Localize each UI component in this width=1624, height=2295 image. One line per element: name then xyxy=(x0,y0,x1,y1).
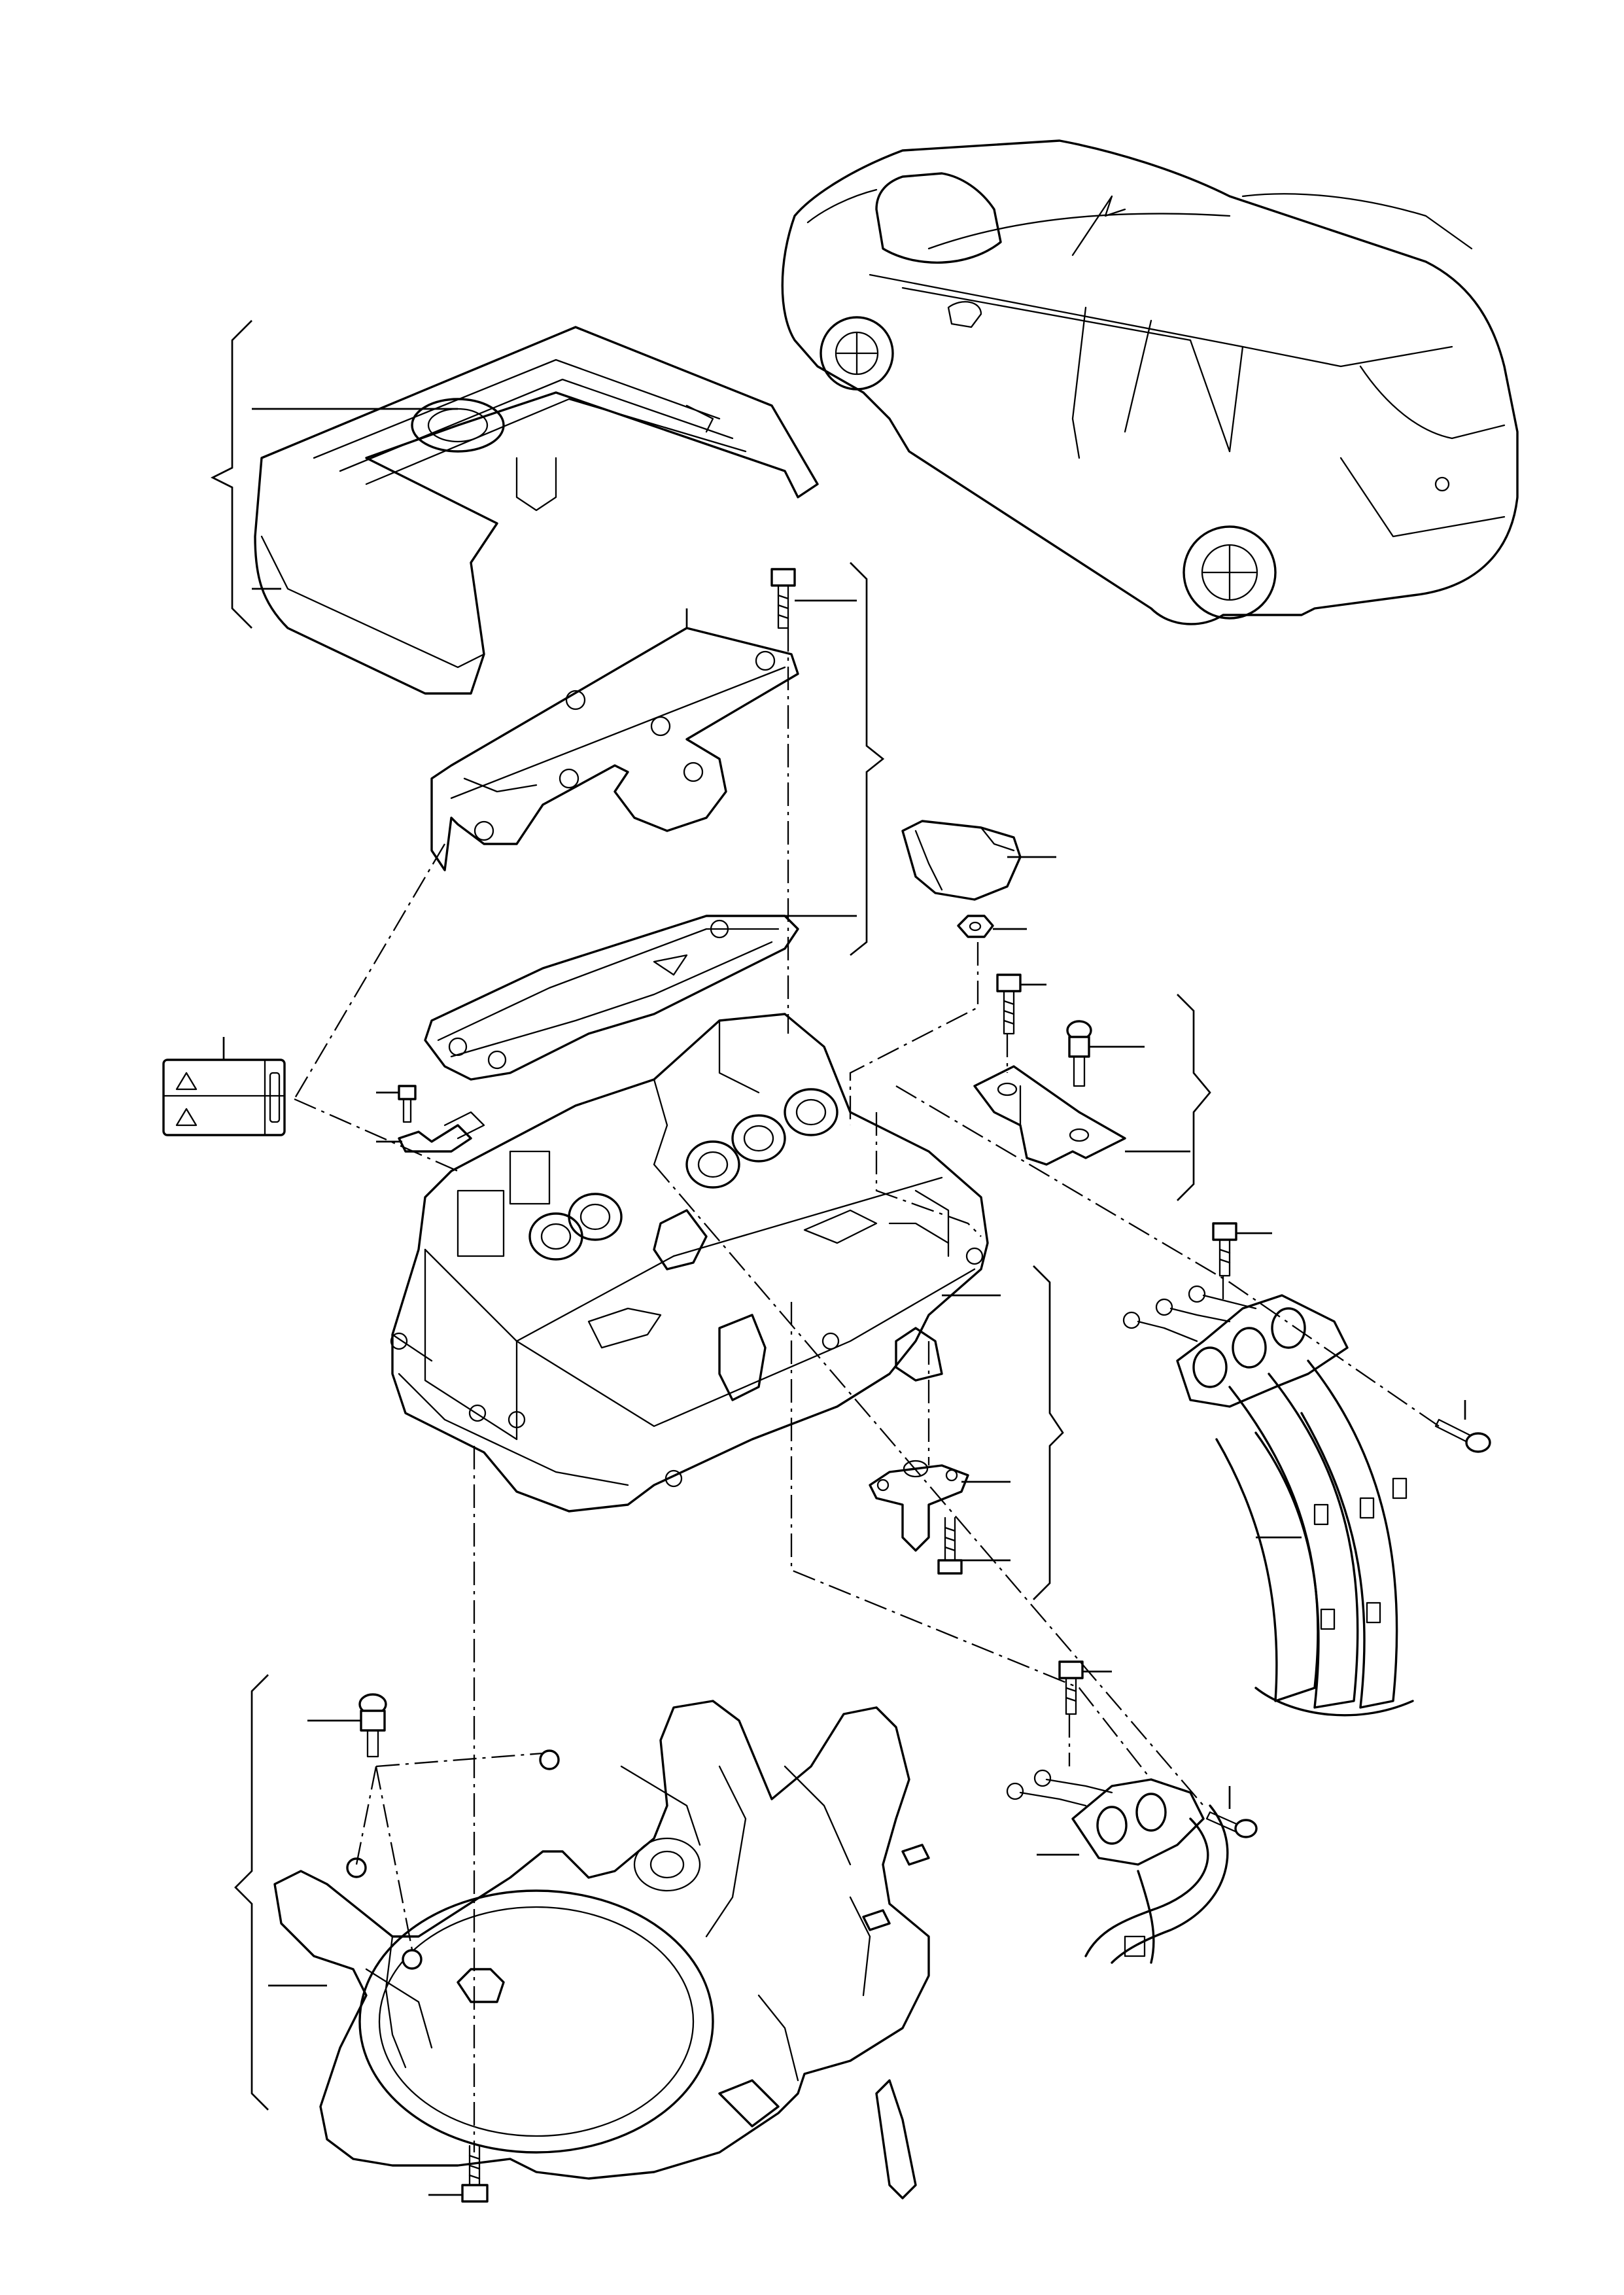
sensor-4 xyxy=(869,1460,969,1552)
bolt-15 xyxy=(461,2145,489,2203)
gasket-part xyxy=(424,915,799,1081)
cable-19 xyxy=(1006,1769,1229,1964)
bolt-13-lower xyxy=(1058,1660,1084,1715)
stud-16-upper xyxy=(1066,1020,1092,1087)
ground-strap-2 xyxy=(398,1111,485,1153)
engine-cover-part xyxy=(254,326,819,695)
vehicle-illustration xyxy=(781,139,1519,625)
cover-plate-part xyxy=(430,627,799,871)
bolt-5-lower xyxy=(937,1516,963,1575)
bolt-12-lower xyxy=(1205,1811,1258,1838)
bracket-17 xyxy=(973,1065,1126,1166)
warning-label-9 xyxy=(162,1059,286,1136)
small-screw-3 xyxy=(398,1085,417,1123)
bolt-12-upper xyxy=(1434,1418,1491,1453)
main-electronics-unit xyxy=(390,1013,989,1513)
carrier-14 xyxy=(273,1700,930,2199)
hv-cable-18 xyxy=(1122,1285,1414,1717)
bolt-5-upper xyxy=(996,973,1022,1035)
bolt-13-upper xyxy=(1212,1222,1237,1277)
bolt-top xyxy=(770,568,796,629)
stud-16-lower xyxy=(358,1693,387,1758)
nut-11 xyxy=(957,915,994,938)
cap-part-10 xyxy=(901,820,1022,901)
